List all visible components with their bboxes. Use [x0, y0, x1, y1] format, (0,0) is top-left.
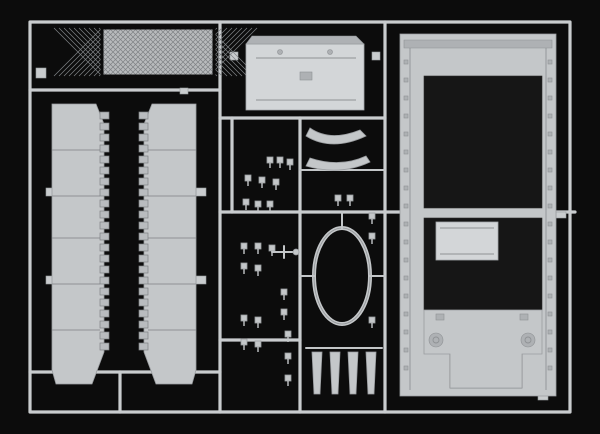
oval-ring	[299, 211, 386, 326]
center-bracket	[305, 127, 371, 171]
hull-frame	[399, 33, 557, 397]
small-parts	[240, 156, 376, 386]
tapered-parts	[305, 347, 383, 395]
track-guard-right	[138, 103, 197, 385]
sprue-frame	[28, 20, 577, 414]
track-guard-left	[51, 103, 110, 385]
mesh-grille	[53, 26, 258, 78]
hull-box	[245, 35, 365, 111]
